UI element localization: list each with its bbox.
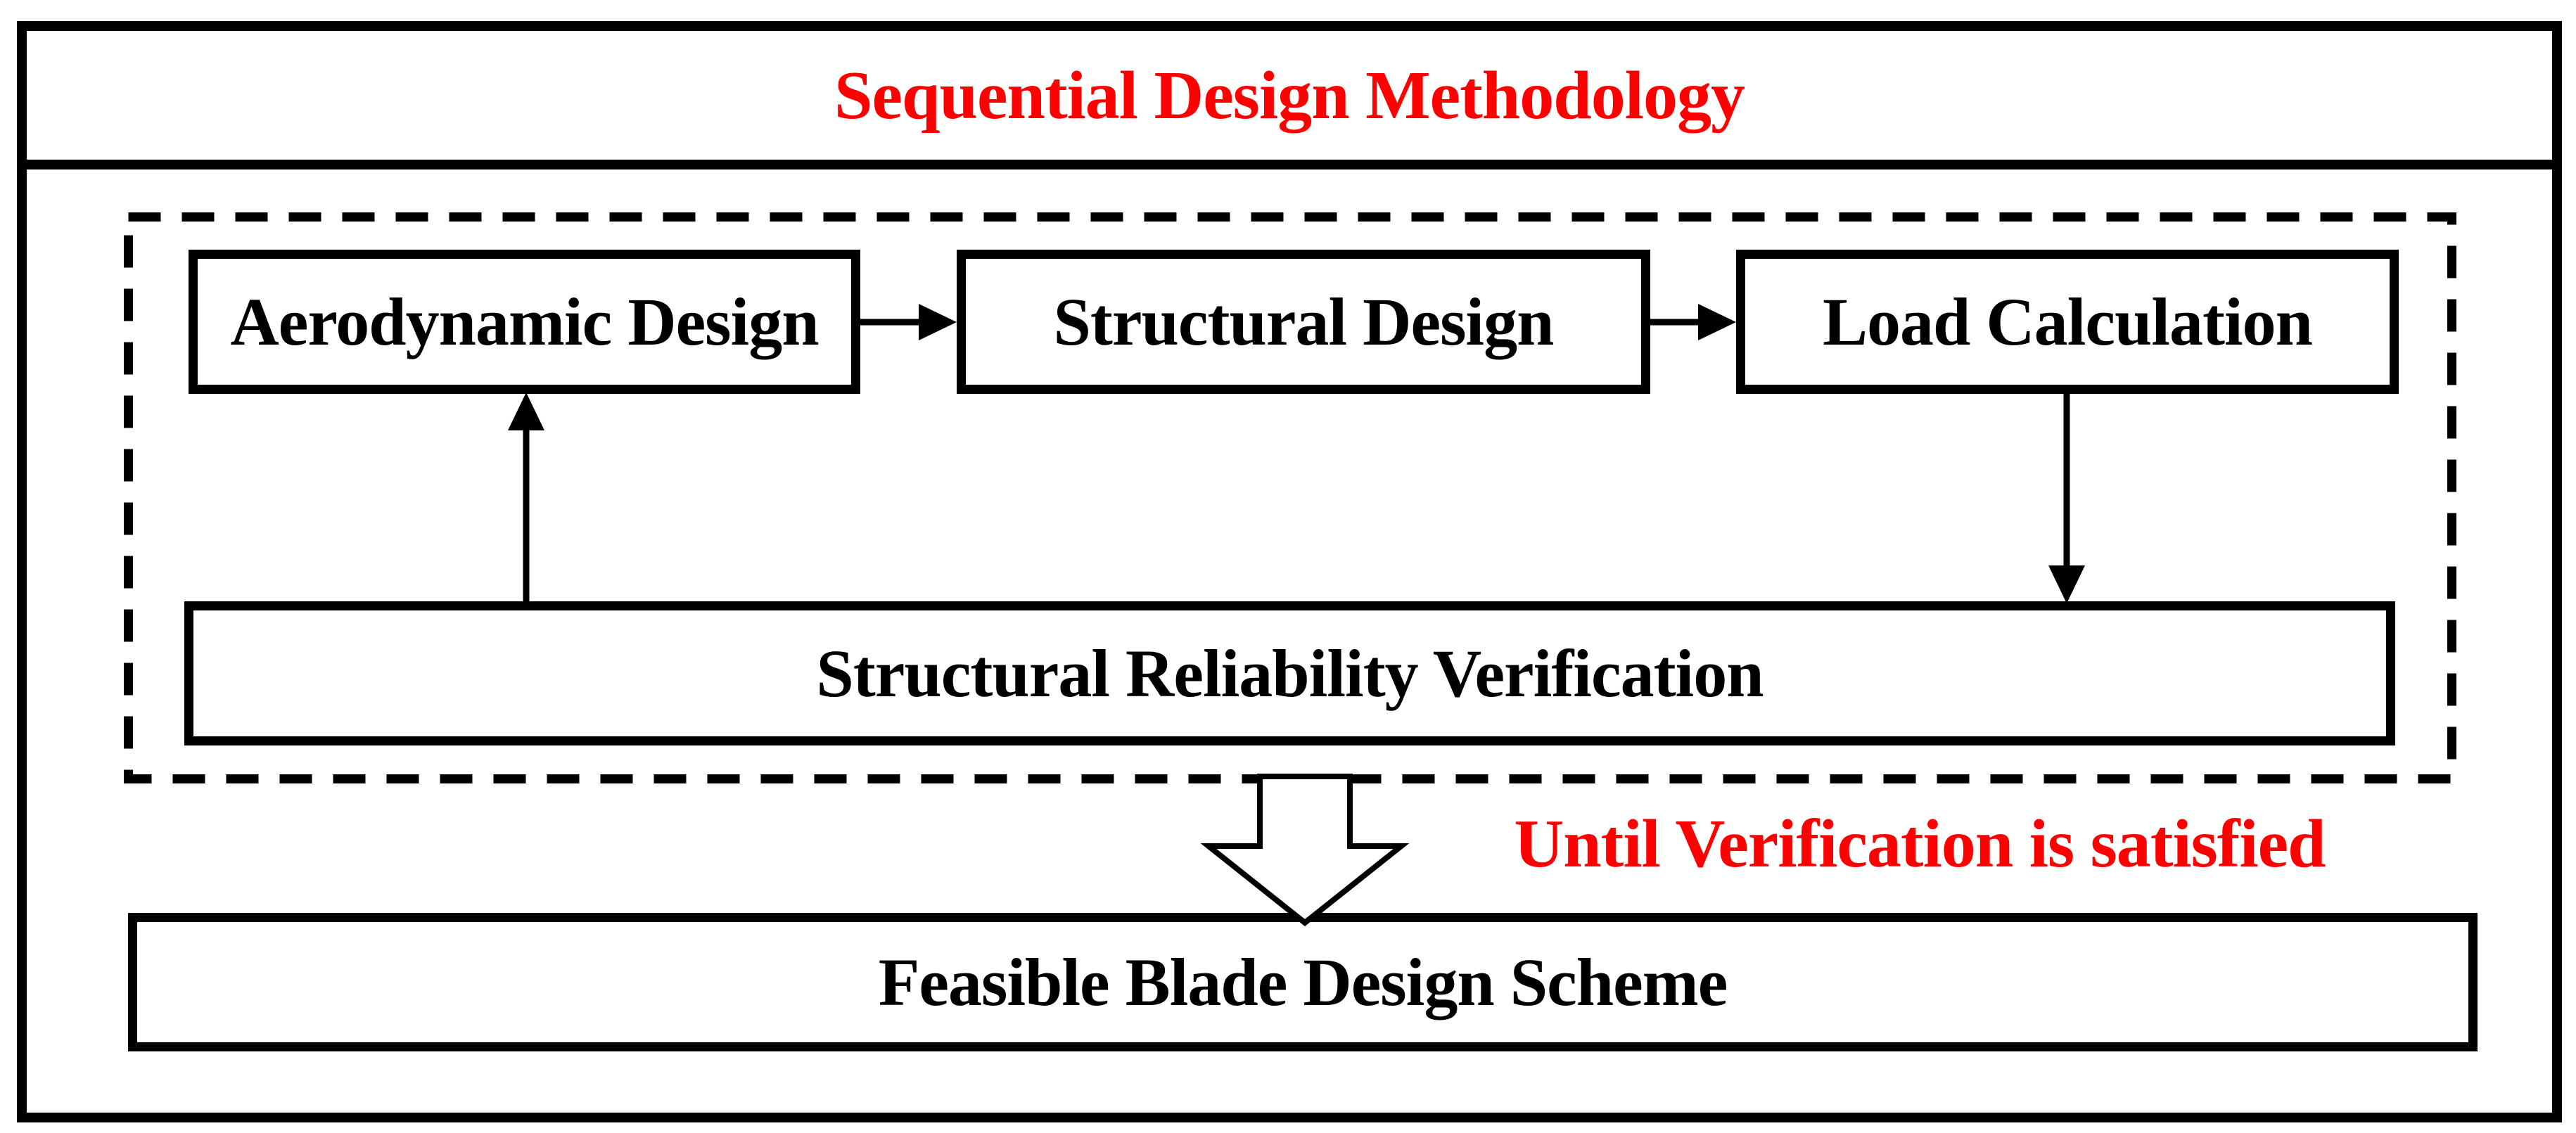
annotation-text: Until Verification is satisfied bbox=[1514, 806, 2326, 882]
title-bar: Sequential Design Methodology bbox=[27, 31, 2552, 169]
box-feasible-blade-design-scheme-label: Feasible Blade Design Scheme bbox=[878, 945, 1728, 1020]
box-aerodynamic-design-label: Aerodynamic Design bbox=[230, 284, 819, 359]
box-load-calculation: Load Calculation bbox=[1736, 250, 2399, 394]
box-structural-reliability-verification-label: Structural Reliability Verification bbox=[816, 636, 1764, 711]
box-load-calculation-label: Load Calculation bbox=[1822, 284, 2313, 359]
box-structural-reliability-verification: Structural Reliability Verification bbox=[184, 601, 2395, 745]
annotation-until-verification-satisfied: Until Verification is satisfied bbox=[1459, 791, 2380, 897]
box-structural-design: Structural Design bbox=[957, 250, 1650, 394]
box-aerodynamic-design: Aerodynamic Design bbox=[189, 250, 860, 394]
diagram-title: Sequential Design Methodology bbox=[834, 57, 1745, 134]
box-feasible-blade-design-scheme: Feasible Blade Design Scheme bbox=[128, 913, 2478, 1051]
box-structural-design-label: Structural Design bbox=[1053, 284, 1555, 359]
